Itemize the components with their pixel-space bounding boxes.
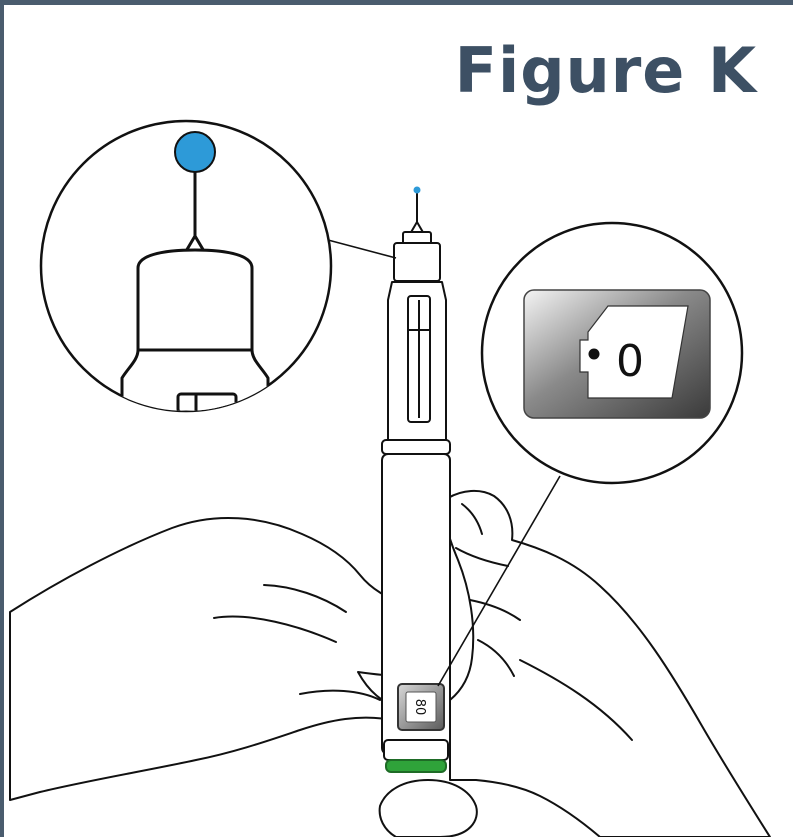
green-ring bbox=[386, 760, 446, 772]
dose-window-value: 0 bbox=[616, 336, 644, 387]
needle-tip bbox=[414, 187, 421, 194]
left-hand bbox=[10, 518, 436, 800]
pen-dose-window-value: 80 bbox=[412, 699, 427, 716]
needle-tip-zoom bbox=[175, 132, 215, 172]
needle-zoom-callout bbox=[41, 121, 331, 430]
thumb bbox=[380, 780, 477, 837]
dose-window-callout: 0 bbox=[482, 223, 742, 483]
right-hand bbox=[445, 491, 770, 837]
